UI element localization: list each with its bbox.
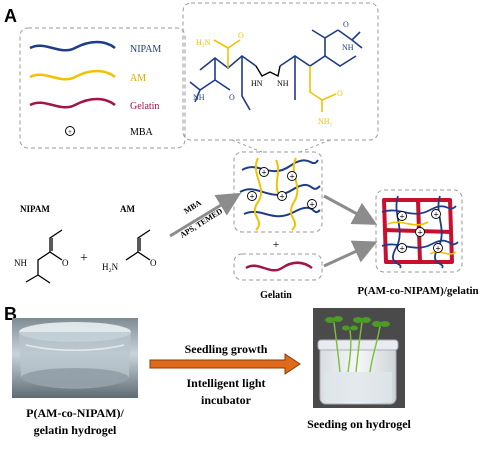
zoom-connector-right <box>299 139 331 153</box>
arrow-network-to-product <box>323 194 378 225</box>
arrow-label-mba: MBA <box>182 198 203 216</box>
arrow-top-label: Seedling growth <box>185 342 268 356</box>
svg-text:+: + <box>249 193 255 201</box>
reaction-arrow <box>169 192 242 238</box>
svg-text:+: + <box>433 211 439 219</box>
am-h2n: H₂N <box>102 262 119 272</box>
arrow-gelatin-to-product <box>323 240 378 268</box>
o-right-label: O <box>343 20 349 29</box>
svg-text:+: + <box>309 201 315 209</box>
o-left-label: O <box>229 93 235 102</box>
svg-text:+: + <box>261 169 267 177</box>
svg-text:+: + <box>417 229 423 237</box>
o-right2-label: O <box>337 89 343 98</box>
o-top-label: O <box>238 31 244 40</box>
product-label: P(AM-co-NIPAM)/gelatin <box>357 285 478 297</box>
zoom-connector-left <box>231 139 263 153</box>
panel-a-label: A <box>4 6 17 26</box>
svg-text:+: + <box>435 245 441 253</box>
nh-top-label: NH <box>342 43 354 52</box>
gelatin-strand <box>245 261 313 272</box>
growth-arrow <box>149 353 301 375</box>
structure-border <box>182 2 379 141</box>
svg-text:+: + <box>68 128 72 136</box>
legend: NIPAM AM Gelatin + MBA <box>19 27 186 149</box>
structure-box: H₂N O HN NH O NH NH O O NH₂ <box>182 2 379 141</box>
nipam-group-bottom-left <box>189 58 231 103</box>
plus-gelatin: + <box>273 237 280 251</box>
hydrogel-photo <box>12 318 138 398</box>
svg-text:+: + <box>399 245 405 253</box>
gelatin-label: Gelatin <box>260 290 292 301</box>
seedling-caption: Seeding on hydrogel <box>307 417 411 431</box>
am-o: O <box>150 258 157 268</box>
hydrogel-caption-line2: gelatin hydrogel <box>34 423 117 437</box>
reactant-nipam-label: NIPAM <box>20 204 50 214</box>
legend-box <box>19 27 186 149</box>
svg-text:+: + <box>289 173 295 181</box>
legend-mba-text: MBA <box>130 127 154 138</box>
am-group-top-left <box>213 39 241 68</box>
arrow-bottom-line1: Intelligent light <box>186 376 265 390</box>
am-group-bottom-right <box>309 66 337 112</box>
backbone-right <box>279 55 357 67</box>
product-network-box: + + + + + <box>375 189 463 273</box>
arrow-bottom-line2: incubator <box>201 393 252 407</box>
nipam-o: O <box>62 258 69 268</box>
legend-gelatin-text: Gelatin <box>130 101 159 112</box>
legend-mba-marker: + <box>65 126 75 136</box>
svg-text:+: + <box>279 193 285 201</box>
legend-nipam-line <box>29 40 116 52</box>
nipam-nh: NH <box>14 258 27 268</box>
nh2-right-label: NH₂ <box>318 117 333 126</box>
nh-bridge-label: NH <box>277 79 289 88</box>
reactant-am-label: AM <box>120 204 135 214</box>
hn-bridge-label: HN <box>251 79 263 88</box>
seedling-photo <box>313 308 405 408</box>
chain-down-left <box>241 56 251 111</box>
h2n-top-label: H₂N <box>196 38 211 47</box>
hydrogel-caption-line1: P(AM-co-NIPAM)/ <box>26 406 124 420</box>
crosslink-bridge <box>255 65 281 78</box>
svg-text:+: + <box>399 213 405 221</box>
gelatin-box <box>233 253 323 281</box>
plus-reactants: + <box>80 251 88 266</box>
legend-nipam-text: NIPAM <box>130 44 161 55</box>
copolymer-network-box: + + + + + <box>233 151 323 233</box>
nh-left-label: NH <box>193 93 205 102</box>
nipam-structure <box>25 229 63 284</box>
legend-am-text: AM <box>130 73 146 84</box>
am-structure <box>125 229 151 261</box>
legend-gelatin-line <box>29 97 116 109</box>
nipam-group-top-right <box>311 29 363 56</box>
legend-am-line <box>29 69 116 81</box>
